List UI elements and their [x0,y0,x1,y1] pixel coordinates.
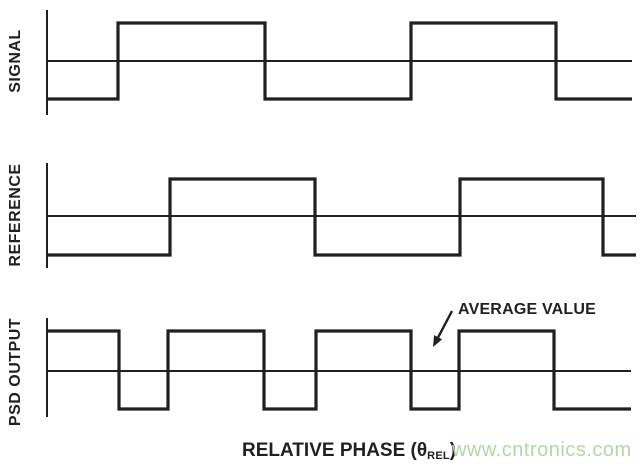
x-axis-label-close: ) [449,440,457,461]
panel-label-reference: REFERENCE [7,163,24,267]
panel-label-signal: SIGNAL [7,29,24,93]
average-value-arrow-line [437,310,454,338]
watermark-cntronics: www.cntronics.com [452,439,632,461]
x-axis-label: RELATIVE PHASE (θREL) [242,440,456,462]
theta-symbol: θ [416,440,428,461]
panel-label-psd-output: PSD OUTPUT [7,317,24,427]
average-value-arrowhead [433,335,443,347]
waveform-polyline-panel-0 [47,21,632,101]
waveform-polyline-panel-1 [47,177,636,257]
x-axis-label-text: RELATIVE PHASE ( [242,440,417,461]
waveform-polyline-panel-2 [47,329,631,411]
theta-subscript: REL [427,450,450,462]
average-value-label: AVERAGE VALUE [458,301,597,318]
